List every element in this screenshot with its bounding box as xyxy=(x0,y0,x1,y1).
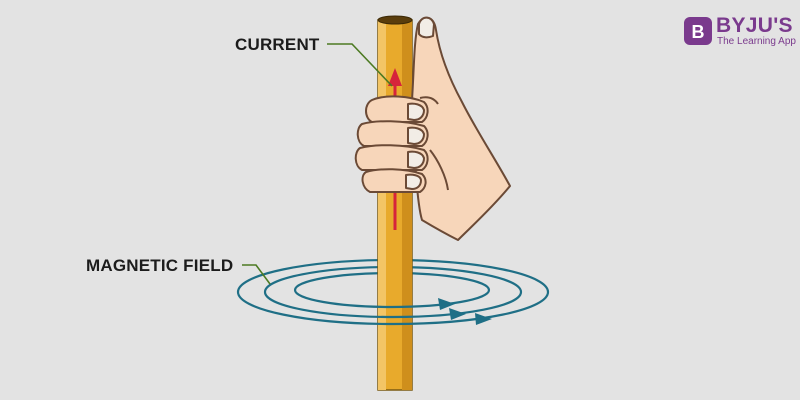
nail-ring xyxy=(407,150,425,169)
field-direction-arrows xyxy=(438,298,492,325)
nail-little xyxy=(405,173,422,190)
field-loop-inner-front xyxy=(293,289,491,309)
thumb-crease xyxy=(419,96,439,105)
palm-crease xyxy=(429,149,449,191)
leader-line-current xyxy=(327,43,393,87)
field-arrow-outer xyxy=(475,313,492,325)
field-arrow-inner xyxy=(438,298,455,310)
thumb-nail xyxy=(418,16,435,39)
leader-line-field xyxy=(242,264,271,285)
field-loop-middle-front xyxy=(263,291,523,319)
brand-logo: B BYJU'S The Learning App xyxy=(683,14,796,48)
right-hand xyxy=(354,16,511,241)
field-arrow-middle xyxy=(449,308,466,320)
brand-tagline: The Learning App xyxy=(717,36,796,47)
nail-index xyxy=(407,102,425,121)
brand-mark-icon: B xyxy=(684,17,712,45)
field-loops-front xyxy=(236,289,550,326)
magnetic-field-label: MAGNETIC FIELD xyxy=(86,256,234,275)
brand-name: BYJU'S xyxy=(716,14,793,37)
field-loop-outer-front xyxy=(236,291,550,326)
brand-mark-letter: B xyxy=(692,22,705,42)
current-label: CURRENT xyxy=(235,35,320,54)
leader-lines xyxy=(242,43,393,285)
nail-middle xyxy=(407,126,425,145)
